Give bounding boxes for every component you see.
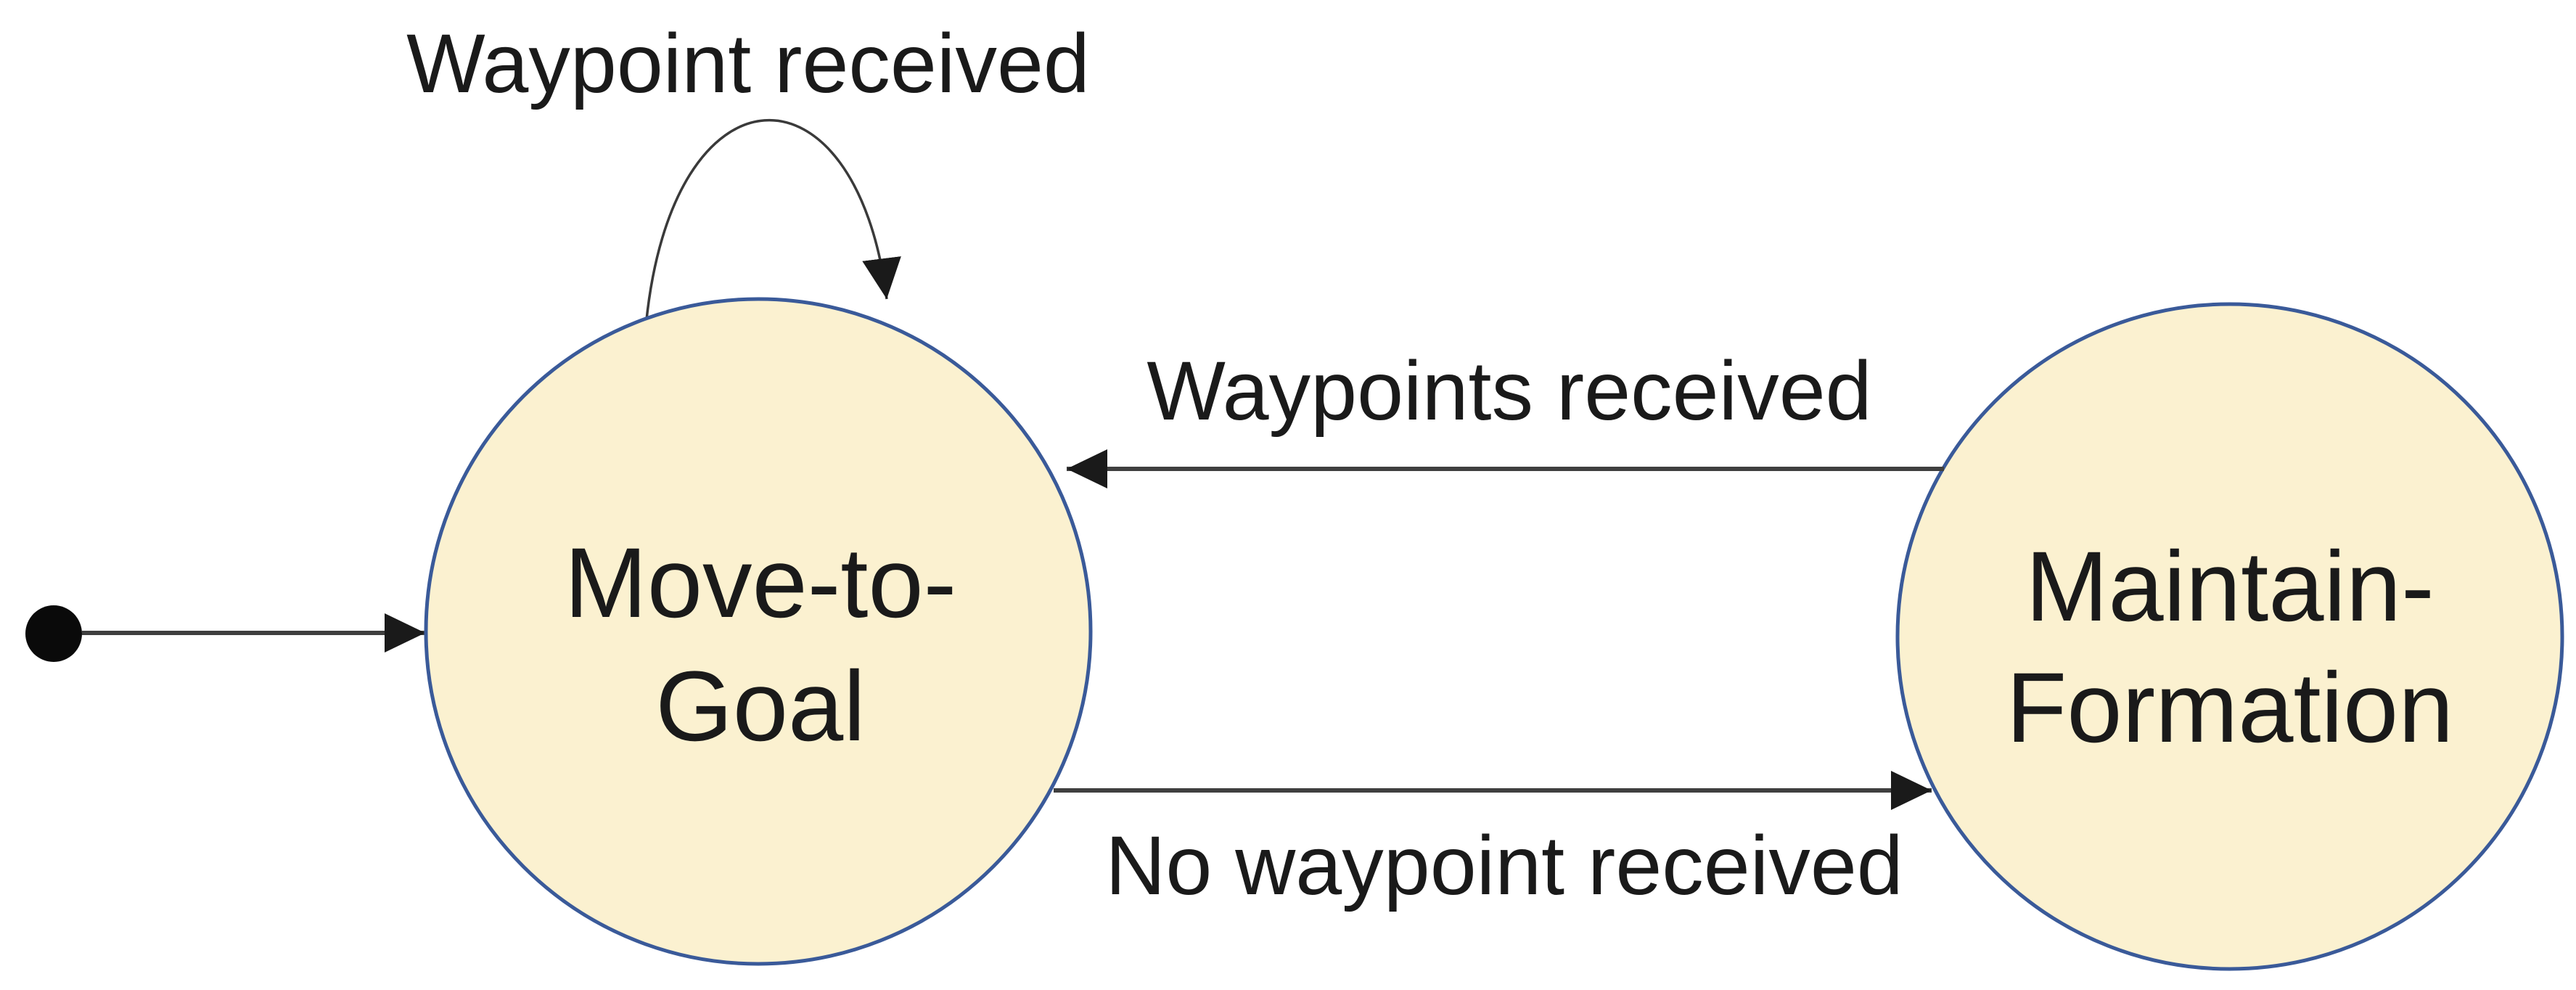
state-label-maintain-formation-line2: Formation — [2006, 652, 2454, 764]
transition-label-no-waypoint-received: No waypoint received — [1105, 819, 1903, 912]
state-circle-move-to-goal — [424, 297, 1093, 966]
initial-state-dot — [25, 605, 82, 662]
self-loop-arrow — [644, 119, 901, 327]
state-label-move-to-goal-line2: Goal — [655, 651, 865, 762]
self-loop-label: Waypoint received — [406, 17, 1090, 110]
state-label-move-to-goal-line1: Move-to- — [565, 528, 957, 639]
state-label-maintain-formation-line1: Maintain- — [2025, 531, 2434, 642]
state-circle-maintain-formation — [1895, 302, 2564, 971]
transition-label-waypoints-received: Waypoints received — [1147, 345, 1871, 438]
